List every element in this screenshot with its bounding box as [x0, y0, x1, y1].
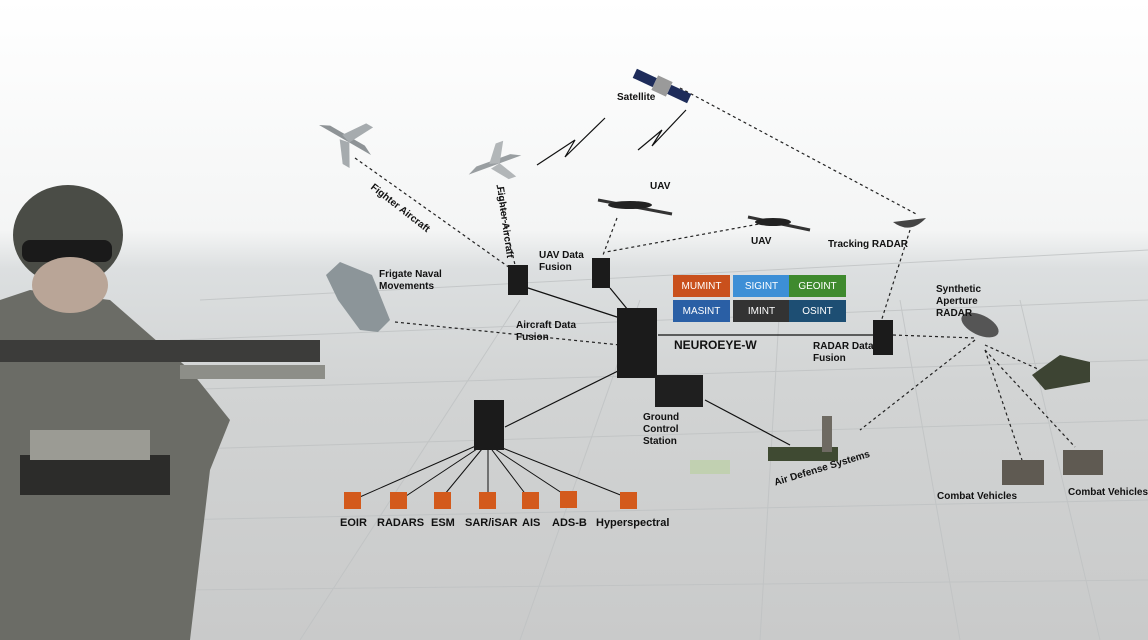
link-uav1-fusion	[602, 217, 618, 256]
link-fusion-sar	[892, 334, 976, 339]
link-hub-sensor-fusion	[504, 369, 621, 428]
link-sar-combat2	[984, 349, 1076, 448]
frigate-label: Frigate Naval Movements	[379, 269, 442, 292]
tracking-radar-label: Tracking RADAR	[828, 239, 909, 250]
lightning-link-1	[536, 117, 606, 166]
uav-2	[747, 215, 811, 232]
sensor-marker	[620, 492, 637, 509]
soldier-image	[0, 185, 325, 640]
link-aircraft-fusion-hub	[524, 286, 621, 319]
uav-data-fusion-label: UAV Data Fusion	[539, 250, 584, 273]
link-fighter1-fusion	[354, 157, 511, 269]
sensor-marker	[344, 492, 361, 509]
uav-2-label: UAV	[751, 236, 772, 247]
wired-links	[504, 109, 875, 446]
wireless-links	[354, 87, 1076, 461]
link-sar-vehicle	[984, 344, 1041, 371]
sensor-label: AIS	[522, 517, 541, 529]
intel-cell: MUMINT	[673, 275, 730, 297]
intel-cell: MASINT	[673, 300, 730, 322]
lightning-link-2	[637, 109, 687, 151]
satellite-label: Satellite	[617, 92, 656, 103]
intel-cell: SIGINT	[733, 275, 790, 297]
link-uav2-fusion	[605, 221, 771, 253]
intel-cell: IMINT	[733, 300, 790, 322]
aircraft-data-fusion-label: Aircraft Data Fusion	[516, 320, 577, 343]
hub-label: NEUROEYE-W	[674, 338, 757, 352]
sensor-marker	[560, 491, 577, 508]
link-tracking-fusion	[879, 229, 911, 326]
intel-cell: OSINT	[789, 300, 846, 322]
sensor-marker	[479, 492, 496, 509]
server-sensor-fusion	[474, 400, 504, 450]
link-fighter2-fusion	[496, 184, 516, 266]
intel-cell: GEOINT	[789, 275, 846, 297]
ground-control-station	[655, 375, 703, 407]
sensor-marker	[434, 492, 451, 509]
combat-vehicles-2-label: Combat Vehicles	[1068, 487, 1148, 498]
combat-vehicle-1	[1002, 460, 1044, 485]
sensor-label: ADS-B	[552, 517, 587, 529]
sar-dish	[961, 312, 999, 338]
sensor-label: Hyperspectral	[596, 517, 670, 529]
combat-vehicle-2	[1063, 450, 1103, 475]
grass-patch	[690, 460, 730, 474]
link-gcs-airdefense	[704, 399, 791, 446]
sensor-label: SAR/iSAR	[465, 517, 518, 529]
frigate-ship	[326, 262, 390, 332]
link-sar-airdefense	[859, 339, 976, 431]
air-defense-vehicle	[768, 416, 838, 461]
radar-data-fusion-label: RADAR Data Fusion	[813, 341, 874, 364]
uav-1	[597, 198, 673, 216]
sensor-links	[352, 444, 629, 501]
sensor-marker	[522, 492, 539, 509]
sar-label: Synthetic Aperture RADAR	[936, 284, 982, 319]
server-uav-fusion	[592, 258, 610, 288]
link-frigate-hub	[394, 321, 621, 346]
link-sar-combat1	[984, 349, 1023, 461]
hub-server	[617, 308, 657, 378]
tracking-radar-dish	[893, 218, 926, 228]
server-aircraft-fusion	[508, 265, 528, 295]
armored-vehicle	[1032, 355, 1090, 390]
combat-vehicles-1-label: Combat Vehicles	[937, 491, 1018, 502]
server-radar-fusion	[873, 320, 893, 355]
sensor-label: ESM	[431, 517, 455, 529]
sensor-label: RADARS	[377, 517, 425, 529]
fighter-aircraft-2	[468, 140, 522, 180]
sensor-label: EOIR	[340, 517, 367, 529]
satellite-icon	[632, 68, 692, 104]
link-satellite-tracking	[679, 87, 919, 216]
ground-control-label: Ground Control Station	[643, 412, 680, 447]
uav-1-label: UAV	[650, 181, 671, 192]
sensor-marker	[390, 492, 407, 509]
